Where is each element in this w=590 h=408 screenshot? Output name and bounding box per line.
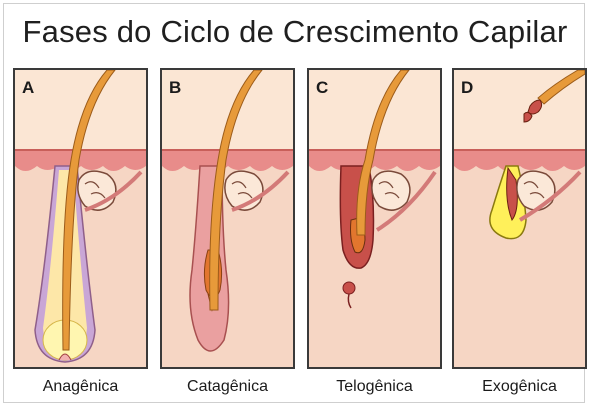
phase-letter: D [461,78,473,98]
caption-catagen: Catagênica [160,378,295,396]
caption-exogen: Exogênica [452,378,587,396]
panel-telogen: C [307,68,442,369]
anagen-illustration [15,70,146,367]
phase-letter: C [316,78,328,98]
exogen-illustration [454,70,585,367]
panel-exogen: D [452,68,587,369]
caption-anagen: Anagênica [13,378,148,396]
caption-telogen: Telogênica [307,378,442,396]
phase-letter: A [22,78,34,98]
panel-anagen: A [13,68,148,369]
phase-letter: B [169,78,181,98]
diagram-title: Fases do Ciclo de Crescimento Capilar [0,14,590,50]
catagen-illustration [162,70,293,367]
telogen-illustration [309,70,440,367]
panel-catagen: B [160,68,295,369]
